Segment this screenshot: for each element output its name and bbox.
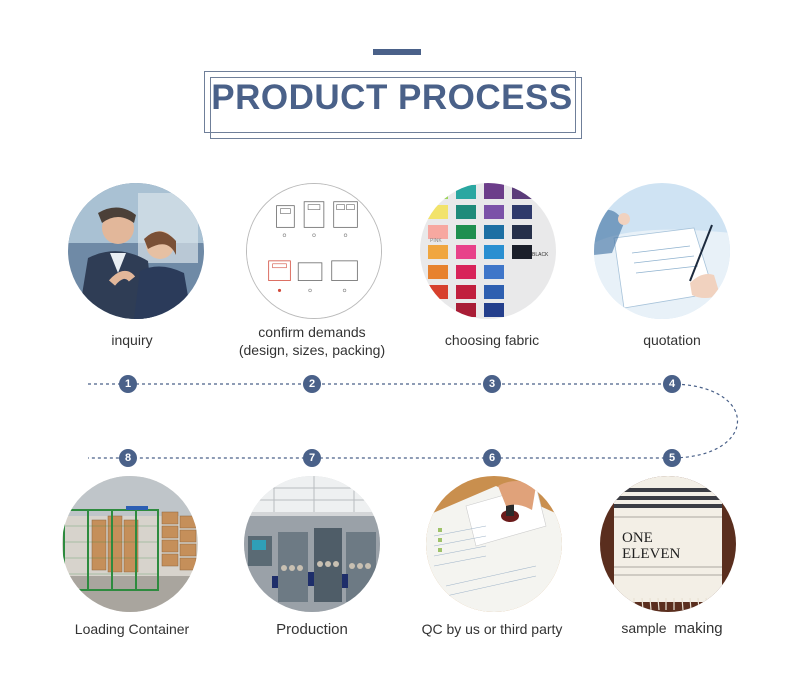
- step-1-number: 1: [119, 375, 137, 393]
- towel-text-one: ONE: [622, 530, 653, 546]
- step-7-number: 7: [303, 449, 321, 467]
- step-4-number: 4: [663, 375, 681, 393]
- title-frame-outer: [204, 71, 576, 133]
- towel-text-eleven: ELEVEN: [622, 546, 680, 562]
- title-frame-inner: [210, 77, 582, 139]
- step-5-label: sample making: [572, 620, 772, 637]
- step-6-photo: [426, 476, 562, 612]
- step-7-photo: [244, 476, 380, 612]
- step-7-label: Production: [276, 621, 348, 638]
- title-accent-bar: [373, 49, 421, 55]
- step-1-label: inquiry: [111, 332, 153, 348]
- step-4-label: quotation: [643, 332, 701, 348]
- step-8-number: 8: [119, 449, 137, 467]
- step-3-number: 3: [483, 375, 501, 393]
- step-2-photo: [246, 183, 382, 319]
- step-4-photo: [594, 183, 730, 319]
- step-5-label-a: sample: [621, 620, 667, 636]
- step-6-number: 6: [483, 449, 501, 467]
- page-title: PRODUCT PROCESS: [211, 78, 573, 117]
- step-2-label-line1: confirm demands: [258, 324, 366, 340]
- step-2-number: 2: [303, 375, 321, 393]
- step-3-label: choosing fabric: [444, 332, 540, 348]
- step-2-label-line2: (design, sizes, packing): [238, 342, 386, 358]
- step-8-photo: [62, 476, 198, 612]
- step-6-label: QC by us or third party: [421, 621, 563, 637]
- step-1-photo: [68, 183, 204, 319]
- swatch-label-pink: PINK: [430, 238, 442, 244]
- step-3-photo: BLACK PINK: [420, 183, 556, 319]
- step-5-photo: ONE ELEVEN: [600, 476, 736, 612]
- step-5-number: 5: [663, 449, 681, 467]
- swatch-label-black: BLACK: [532, 252, 549, 258]
- step-8-label: Loading Container: [74, 621, 190, 637]
- step-5-label-b: making: [674, 620, 723, 637]
